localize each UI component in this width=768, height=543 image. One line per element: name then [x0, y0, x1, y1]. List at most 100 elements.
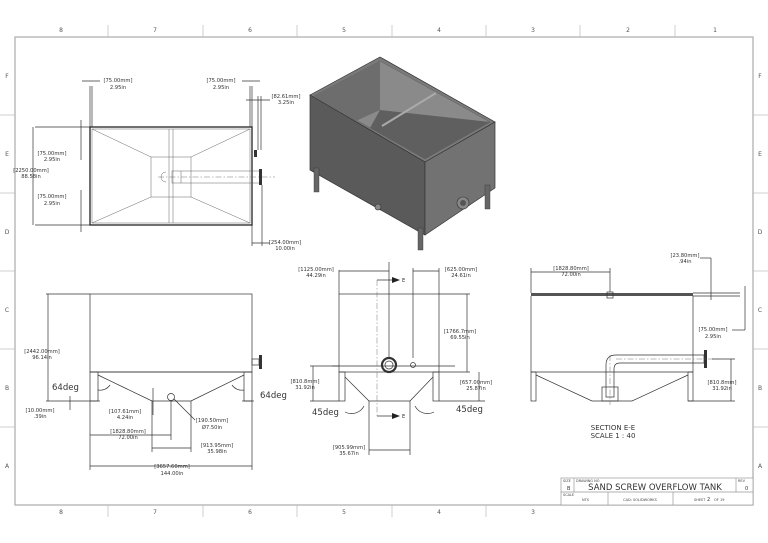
column-zones-top: 8 7 6 5 4 3 2 1: [59, 27, 717, 34]
svg-text:4.24in: 4.24in: [117, 415, 133, 421]
svg-text:2.95in: 2.95in: [213, 85, 229, 91]
svg-text:8: 8: [59, 509, 63, 516]
svg-text:25.87in: 25.87in: [466, 386, 486, 392]
svg-text:B: B: [758, 385, 762, 392]
svg-text:31.92in: 31.92in: [712, 386, 732, 392]
sheets-total: 19: [720, 498, 724, 502]
svg-text:[625.00mm]: [625.00mm]: [445, 267, 477, 273]
side-view: E E [1125.00mm] 44.29in [625.0: [290, 262, 492, 457]
top-zone-dividers: [0, 25, 768, 517]
side-angle-right: 45deg: [456, 405, 483, 415]
svg-text:72.00in: 72.00in: [118, 435, 138, 441]
svg-text:7: 7: [153, 27, 157, 34]
svg-text:96.14in: 96.14in: [32, 355, 52, 361]
svg-text:2: 2: [626, 27, 630, 34]
svg-text:7: 7: [153, 509, 157, 516]
svg-text:2.95in: 2.95in: [705, 334, 721, 340]
svg-text:[254.00mm]: [254.00mm]: [269, 240, 301, 246]
svg-text:35.67in: 35.67in: [339, 451, 359, 457]
rev-label: REV: [738, 479, 746, 483]
svg-text:4: 4: [437, 509, 441, 516]
section-label-top: E: [402, 278, 405, 284]
angle-right: 64deg: [260, 391, 287, 401]
section-view: [1828.80mm] 72.00in [23.80mm] .94in [75.…: [530, 253, 746, 440]
svg-text:2.95in: 2.95in: [44, 201, 60, 207]
svg-text:[75.00mm]: [75.00mm]: [206, 78, 235, 84]
svg-text:.39in: .39in: [34, 414, 47, 420]
svg-text:E: E: [758, 151, 762, 158]
svg-text:[913.95mm]: [913.95mm]: [201, 443, 233, 449]
size-label: SIZE: [563, 479, 571, 483]
svg-text:2.95in: 2.95in: [44, 157, 60, 163]
size-value: B: [567, 486, 571, 492]
of-label: OF: [714, 498, 719, 502]
side-angle-left: 45deg: [312, 408, 339, 418]
svg-text:31.92in: 31.92in: [295, 385, 315, 391]
svg-text:4: 4: [437, 27, 441, 34]
svg-text:6: 6: [248, 509, 252, 516]
svg-text:35.98in: 35.98in: [207, 449, 227, 455]
svg-text:[1828.80mm]: [1828.80mm]: [110, 429, 146, 435]
svg-text:[657.00mm]: [657.00mm]: [460, 380, 492, 386]
svg-text:[3657.60mm]: [3657.60mm]: [154, 464, 190, 470]
row-zones-right: F E D C B A: [758, 73, 763, 470]
svg-text:C: C: [5, 307, 9, 314]
svg-text:3: 3: [531, 509, 535, 516]
svg-text:[2442.00mm]: [2442.00mm]: [24, 349, 60, 355]
drawing-title: SAND SCREW OVERFLOW TANK: [588, 483, 722, 493]
svg-text:[1125.00mm]: [1125.00mm]: [298, 267, 334, 273]
svg-text:A: A: [5, 463, 10, 470]
sheet-number: 2: [707, 497, 710, 503]
svg-text:144.00in: 144.00in: [161, 471, 184, 477]
svg-text:72.00in: 72.00in: [561, 272, 581, 278]
scale-value: NTS: [582, 498, 590, 502]
column-zones-bottom: 8 7 6 5 4 3: [59, 509, 535, 516]
svg-text:F: F: [5, 73, 9, 80]
section-scale: SCALE 1 : 40: [591, 432, 636, 440]
title-block: SIZE B DRAWING NO SAND SCREW OVERFLOW TA…: [560, 477, 754, 506]
cad-software: CAD: SOLIDWORKS: [623, 498, 657, 502]
svg-text:[10.00mm]: [10.00mm]: [25, 408, 54, 414]
svg-text:44.29in: 44.29in: [306, 273, 326, 279]
svg-text:[190.50mm]: [190.50mm]: [196, 418, 228, 424]
svg-text:10.00in: 10.00in: [275, 246, 295, 252]
svg-text:Ø7.50in: Ø7.50in: [202, 424, 222, 431]
svg-text:C: C: [758, 307, 762, 314]
svg-text:3.25in: 3.25in: [278, 100, 294, 106]
svg-text:[82.61mm]: [82.61mm]: [271, 94, 300, 100]
svg-text:[2250.00mm]: [2250.00mm]: [13, 168, 49, 174]
svg-text:[905.99mm]: [905.99mm]: [333, 445, 365, 451]
svg-text:2.95in: 2.95in: [110, 85, 126, 91]
svg-text:A: A: [758, 463, 763, 470]
svg-text:6: 6: [248, 27, 252, 34]
rev-value: 0: [745, 486, 748, 492]
isometric-view: [309, 56, 496, 251]
top-view: [75.00mm] 2.95in [75.00mm] 2.95in [82.61…: [13, 78, 301, 252]
row-zones-left: F E D C B A: [5, 73, 10, 470]
svg-text:F: F: [758, 73, 762, 80]
svg-text:B: B: [5, 385, 9, 392]
svg-text:[75.00mm]: [75.00mm]: [37, 194, 66, 200]
svg-text:E: E: [5, 151, 9, 158]
svg-text:D: D: [758, 229, 763, 236]
svg-text:[1828.80mm]: [1828.80mm]: [553, 266, 589, 272]
drawing-no-label: DRAWING NO: [576, 479, 600, 483]
sheet-label: SHEET: [694, 498, 706, 502]
svg-text:3: 3: [531, 27, 535, 34]
svg-text:88.58in: 88.58in: [21, 174, 41, 180]
svg-text:5: 5: [342, 509, 346, 516]
angle-left: 64deg: [52, 383, 79, 393]
svg-text:.94in: .94in: [679, 259, 692, 265]
section-label-bottom: E: [402, 414, 405, 420]
svg-text:[75.00mm]: [75.00mm]: [698, 327, 727, 333]
svg-text:1: 1: [713, 27, 717, 34]
svg-text:[810.8mm]: [810.8mm]: [290, 379, 319, 385]
svg-text:[75.00mm]: [75.00mm]: [103, 78, 132, 84]
section-title: SECTION E-E: [591, 424, 635, 432]
svg-text:24.61in: 24.61in: [451, 273, 471, 279]
front-view: [2442.00mm] 96.14in [10.00mm] .39in [107…: [24, 293, 287, 477]
svg-text:[75.00mm]: [75.00mm]: [37, 151, 66, 157]
svg-text:5: 5: [342, 27, 346, 34]
svg-text:[1766.7mm]: [1766.7mm]: [444, 329, 476, 335]
